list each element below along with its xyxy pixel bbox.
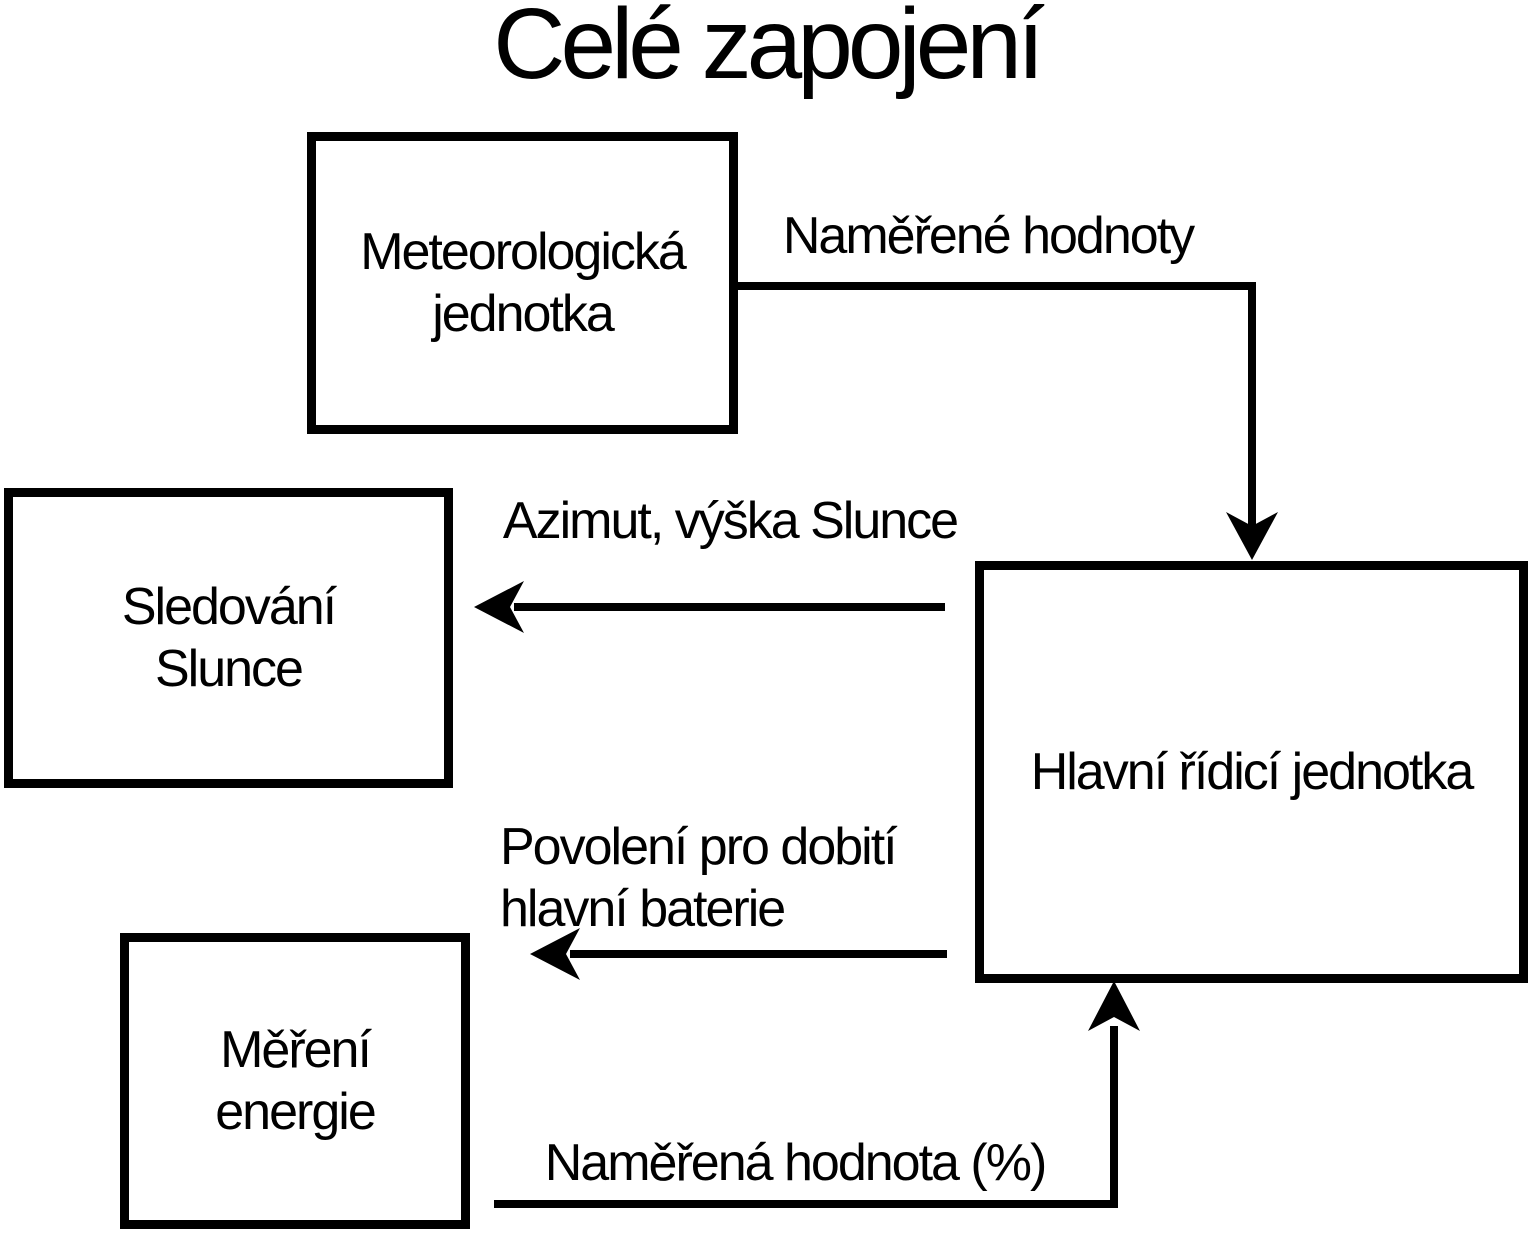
node-label: Měření energie — [215, 1020, 376, 1141]
edge-label-povoleni-pro-dobiti: Povolení pro dobití hlavní baterie — [500, 818, 898, 938]
arrow-povoleni-pro-dobiti — [530, 928, 947, 980]
edge-label-namerena-hodnota: Naměřená hodnota (%) — [544, 1134, 1048, 1192]
node-label: Hlavní řídicí jednotka — [1030, 742, 1475, 801]
node-sledovani-slunce: Sledování Slunce — [4, 488, 453, 788]
node-label: Meteorologická jednotka — [360, 222, 687, 343]
node-label: Sledování Slunce — [121, 577, 337, 698]
node-hlavni-ridici-jednotka: Hlavní řídicí jednotka — [975, 561, 1528, 983]
node-mereni-energie: Měření energie — [120, 933, 470, 1229]
diagram-title: Celé zapojení — [493, 0, 1045, 100]
arrow-azimut-vyska-slunce — [474, 581, 945, 633]
arrow-namerene-hodnoty — [737, 282, 1278, 560]
node-meteorologicka-jednotka: Meteorologická jednotka — [307, 132, 738, 434]
edge-label-namerene-hodnoty: Naměřené hodnoty — [782, 207, 1195, 265]
arrow-namerena-hodnota — [494, 981, 1140, 1208]
edge-label-azimut-vyska-slunce: Azimut, výška Slunce — [502, 492, 959, 550]
